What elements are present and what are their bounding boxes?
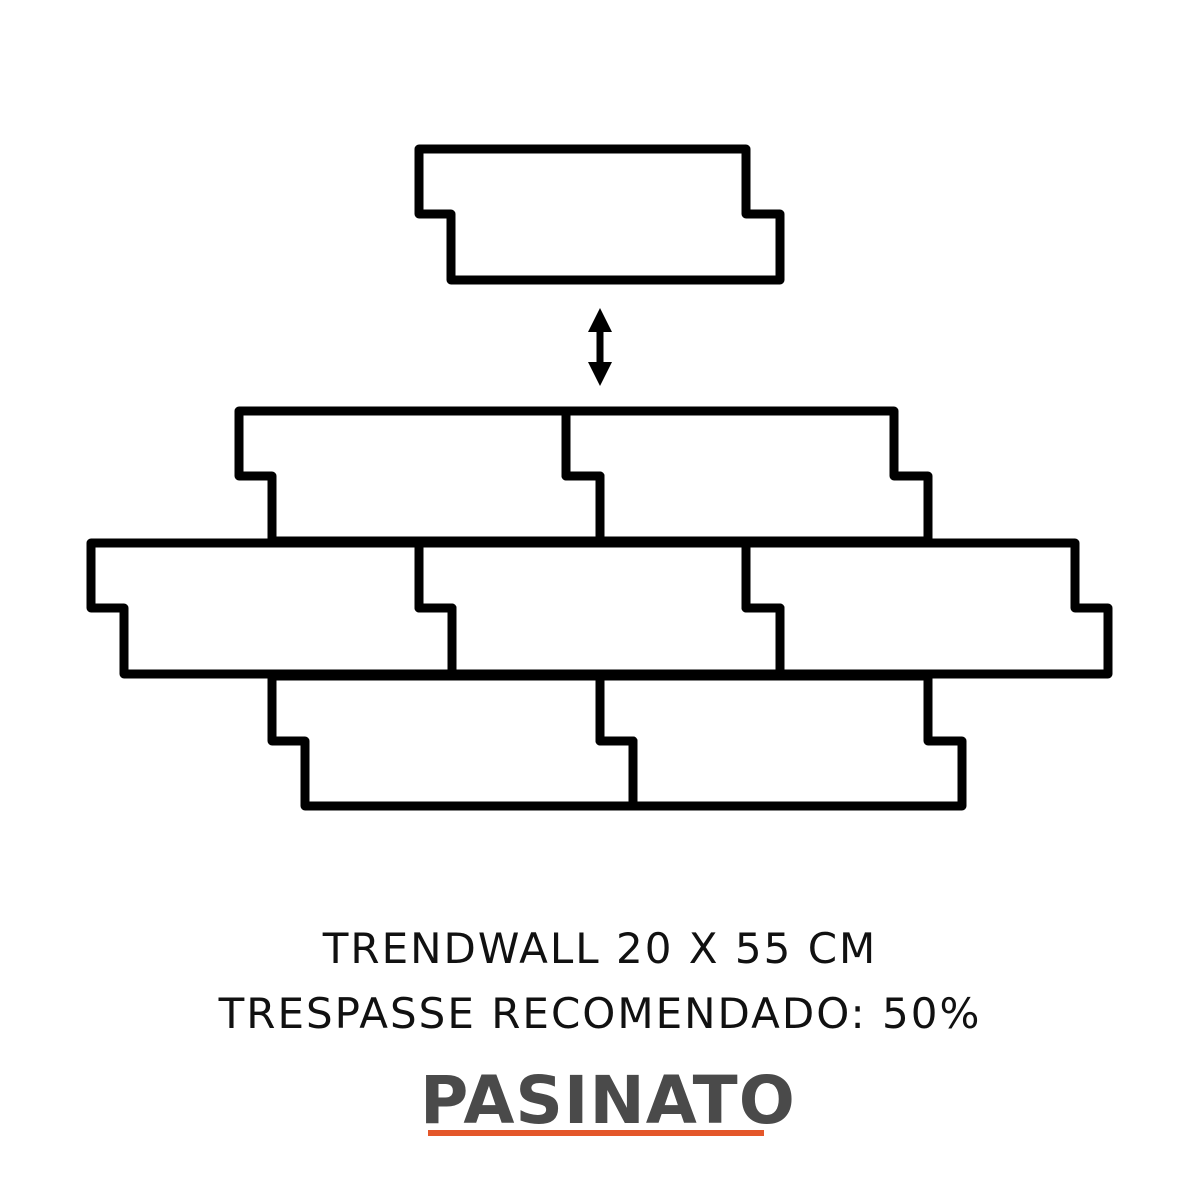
- single-tile: [414, 144, 785, 285]
- registered-mark: ®: [766, 1073, 778, 1087]
- brand-logo: PASINATO ®: [420, 1068, 795, 1148]
- brand-logo-text: PASINATO: [420, 1062, 796, 1139]
- tile-row2-center: [414, 538, 785, 679]
- tile-row2-left: [86, 538, 457, 679]
- double-arrow-icon: [588, 308, 612, 386]
- tile-row3-right: [595, 671, 967, 811]
- tile-row1-left: [234, 406, 605, 546]
- brand-logo-underline: [428, 1130, 764, 1136]
- tile-row1-right: [561, 406, 933, 546]
- tile-layout-diagram: [86, 144, 1113, 811]
- product-title: TRENDWALL 20 X 55 CM: [322, 924, 878, 973]
- tile-row2-right: [741, 538, 1113, 679]
- tile-row3-left: [267, 671, 638, 811]
- overlap-recommendation: TRESPASSE RECOMENDADO: 50%: [218, 989, 982, 1038]
